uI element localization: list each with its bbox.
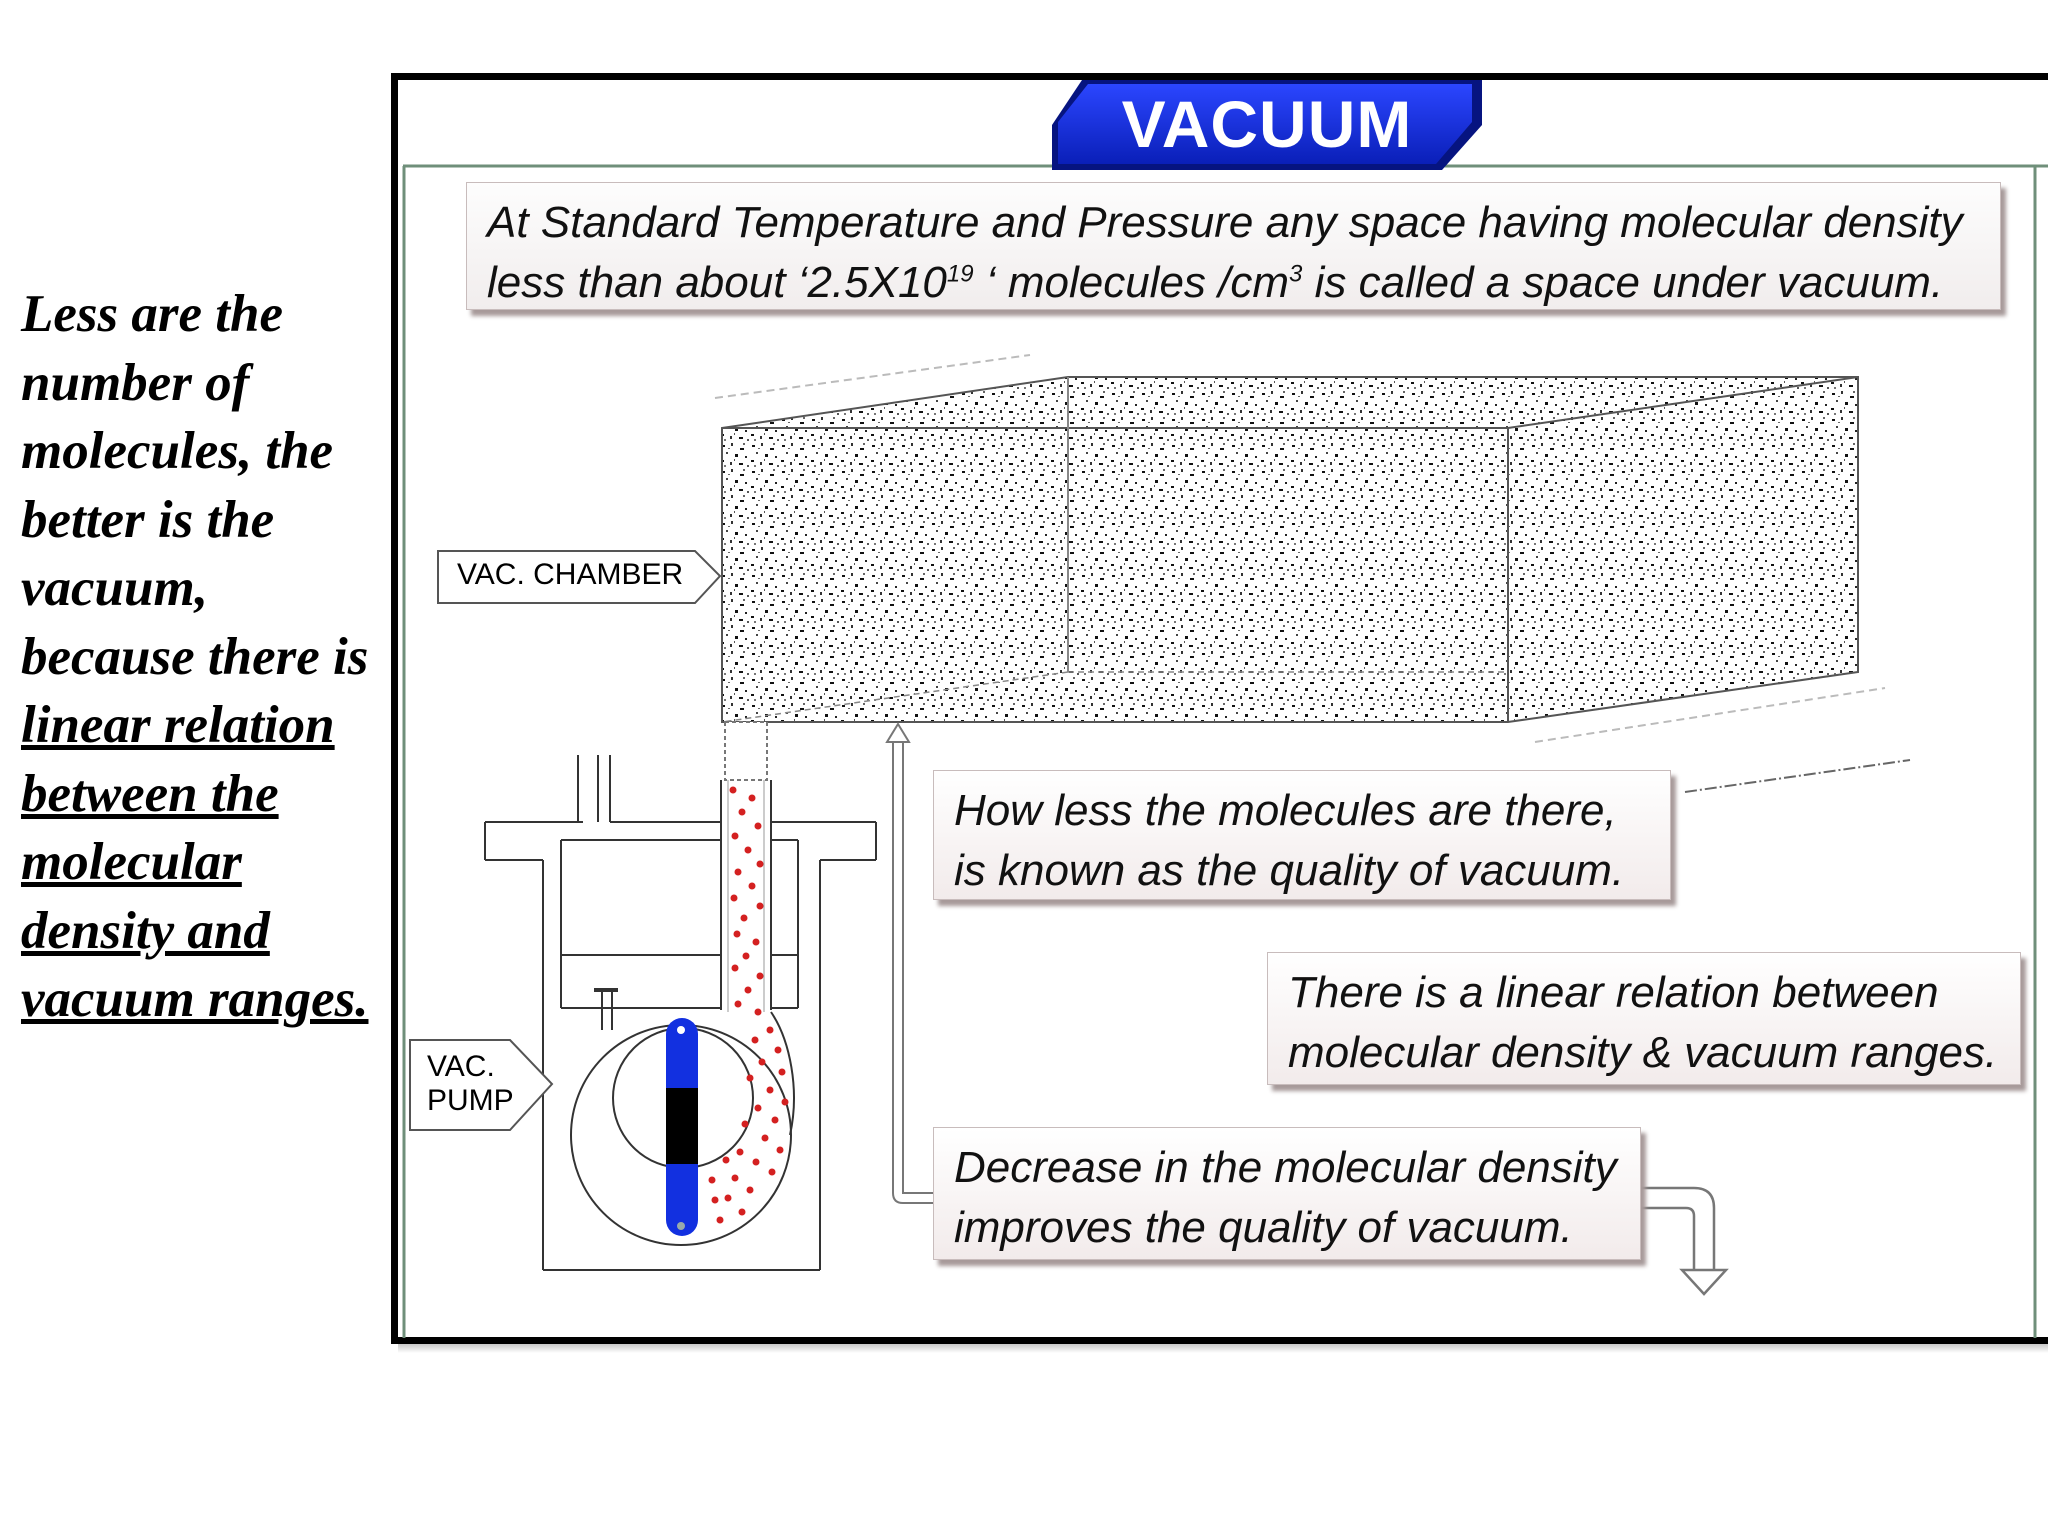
side-note-line: Less are the	[21, 285, 284, 343]
vacuum-chamber	[714, 354, 1886, 743]
side-note-underlined-line: between the	[21, 764, 279, 823]
side-note-line: better is the	[21, 490, 275, 549]
side-note-line: molecules, the	[21, 422, 334, 480]
vac-chamber-label: VAC. CHAMBER	[457, 558, 684, 591]
pump-label-tag	[409, 1039, 554, 1131]
side-note-underlined-line: linear relation	[21, 696, 335, 754]
molecule-dots	[708, 786, 789, 1224]
side-note-underlined-line: molecular	[21, 833, 242, 891]
side-note-underlined-line: density and	[21, 901, 270, 960]
quality-callout: How less the molecules are there, is kno…	[933, 770, 1671, 900]
up-arrow	[885, 722, 936, 1204]
side-note-line: because there is	[21, 627, 369, 686]
decrease-density-callout: Decrease in the molecular density improv…	[933, 1127, 1641, 1260]
side-note-underlined-line: vacuum ranges.	[21, 970, 369, 1028]
definition-box: At Standard Temperature and Pressure any…	[466, 182, 2001, 310]
down-arrow	[1641, 1186, 1729, 1296]
definition-line-2: less than about ‘2.5X1019 ‘ molecules /c…	[487, 258, 1944, 307]
connecting-pipe	[720, 721, 772, 1012]
definition-line-1: At Standard Temperature and Pressure any…	[487, 198, 1963, 247]
page-title: VACUUM	[1121, 87, 1413, 161]
linear-relation-callout: There is a linear relation between molec…	[1267, 952, 2021, 1085]
frame-shadow	[398, 1344, 2048, 1353]
side-note-line: number of	[21, 353, 250, 412]
vac-pump-label: VAC. PUMP	[427, 1050, 514, 1117]
side-note-line: vacuum,	[21, 559, 208, 617]
pump-housing	[484, 755, 877, 1271]
perspective-line	[1684, 759, 1911, 793]
chamber-label-tag	[437, 550, 722, 604]
side-note: Less are the number of molecules, the be…	[21, 280, 401, 1034]
title-banner	[1052, 80, 1482, 170]
pump-rotor	[666, 1018, 698, 1236]
